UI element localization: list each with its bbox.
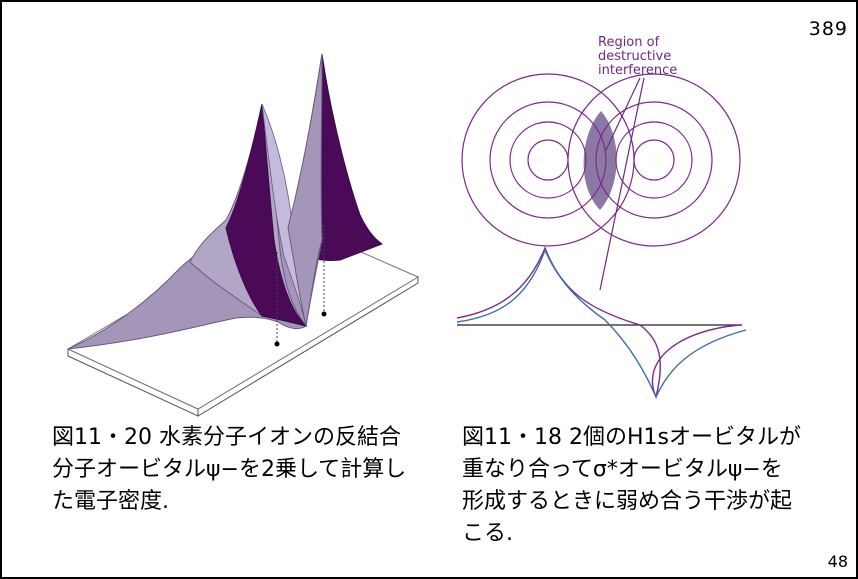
annotation-line-2: destructive: [598, 49, 671, 64]
annotation-pointer-lower: [599, 77, 645, 291]
wavefunction-curve-purple: [456, 246, 741, 400]
destructive-interference-figure: Region of destructive interference: [456, 35, 747, 400]
left-figure-caption: 図11・20 水素分子イオンの反結合分子オービタルψ−を2乗して計算した電子密度…: [52, 425, 407, 514]
page-number: 389: [808, 18, 848, 40]
nucleus-right-dot: [321, 311, 327, 317]
right-tall-sheet: [287, 53, 323, 327]
slide-number: 48: [827, 552, 848, 571]
wavefunction-curve-blue: [456, 248, 747, 399]
annotation-line-3: interference: [598, 63, 677, 78]
front-peak-surface: [225, 103, 308, 327]
nucleus-left-dot: [274, 341, 280, 347]
overlap-region: [583, 111, 617, 210]
annotation-line-1: Region of: [598, 35, 660, 50]
right-figure-caption: 図11・18 2個のH1sオービタルが重なり合ってσ*オービタルψ−を形成すると…: [462, 425, 801, 546]
right-orbital-circles: [567, 73, 741, 247]
annotation-pointer-upper: [605, 77, 641, 151]
electron-density-surface-figure: [66, 53, 420, 417]
